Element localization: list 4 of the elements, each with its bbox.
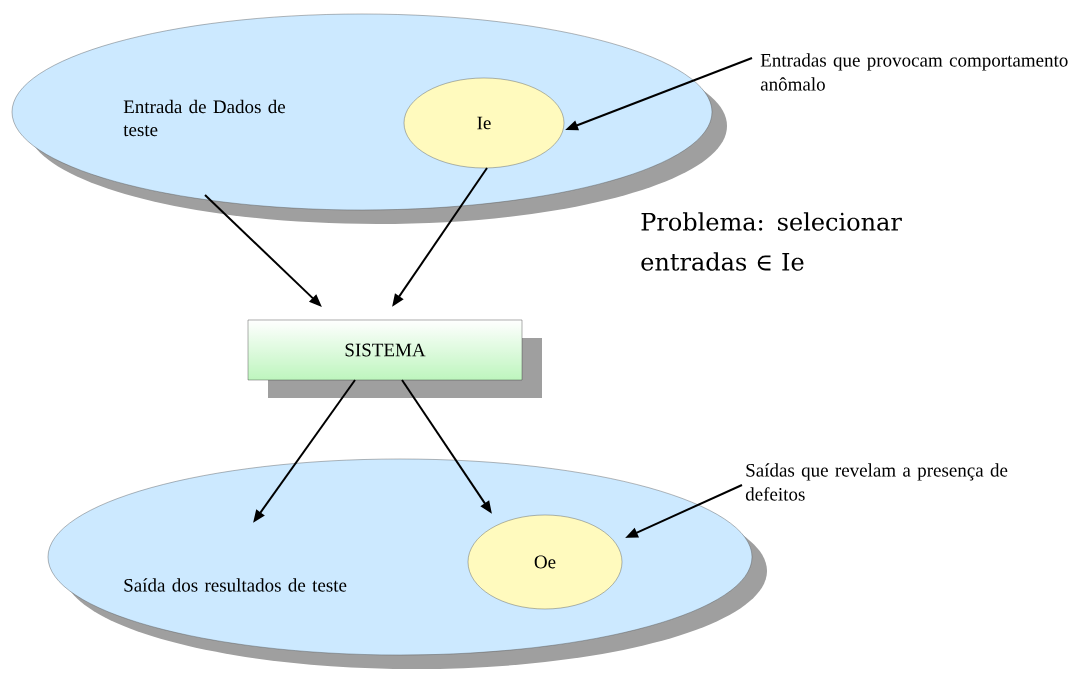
annotation-text: Entradas que provocam comportamento anômalo (760, 53, 1068, 91)
process-box: SISTEMA (247, 319, 542, 398)
ellipse-subset: Oe (467, 514, 623, 610)
ellipse-subset: Ie (403, 77, 565, 169)
